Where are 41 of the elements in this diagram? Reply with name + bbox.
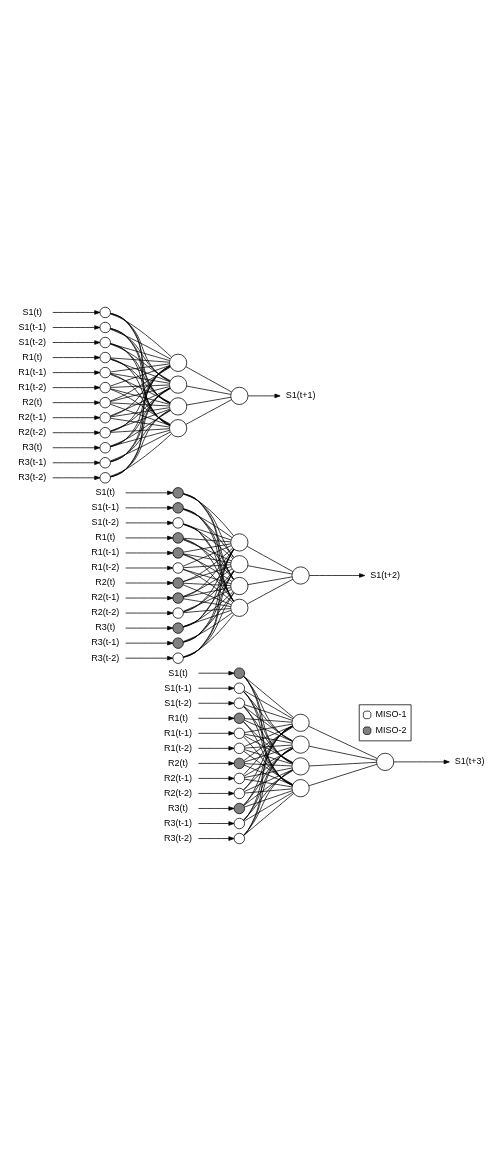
node-text: R3(t-2) (17, 472, 46, 483)
node-text: R1(t) (21, 351, 42, 362)
node-text: R3(t-2) (90, 652, 119, 663)
node-text: S1(t) (22, 306, 42, 317)
node-text: S1(t+1) (285, 390, 315, 401)
node-text: S1(t+3) (454, 756, 485, 767)
node-text: R2(t-2) (90, 607, 119, 618)
node-text: R2(t) (94, 577, 115, 588)
node-text: S1(t) (167, 667, 188, 678)
node-text: S1(t-2) (18, 336, 46, 347)
node-text: S1(t+2) (369, 569, 400, 580)
node-text: R3(t) (94, 622, 115, 633)
node-text: R2(t-2) (163, 787, 192, 798)
node-text: R3(t-1) (90, 637, 119, 648)
node-text: R3(t-1) (17, 457, 46, 468)
node-text: R3(t-1) (163, 817, 192, 828)
node-text: R1(t-1) (163, 727, 192, 738)
legend-label: MISO-1 (374, 709, 406, 720)
node-text: S1(t-1) (18, 321, 46, 332)
node-text: S1(t-1) (90, 502, 119, 513)
node-text: R2(t-1) (90, 592, 119, 603)
node-text: R1(t) (94, 532, 115, 543)
node-text: R3(t) (21, 442, 42, 453)
node-text: R1(t) (167, 712, 188, 723)
node-text: S1(t-1) (163, 682, 192, 693)
node-text: R1(t-2) (163, 742, 192, 753)
node-text: R1(t-2) (17, 381, 46, 392)
node-text: R2(t-2) (17, 427, 46, 438)
node-text: S1(t-2) (163, 697, 192, 708)
node-text: R2(t-1) (17, 412, 46, 422)
node-text: R3(t-2) (163, 832, 192, 843)
node-text: R1(t-1) (90, 547, 119, 558)
node-text: R2(t) (167, 757, 188, 768)
node-text: R2(t) (21, 396, 42, 407)
legend-label: MISO-2 (374, 725, 406, 736)
node-text: S1(t) (94, 487, 115, 498)
node-text: S1(t-2) (90, 517, 119, 528)
node-text: R1(t-2) (90, 562, 119, 573)
node-text: R2(t-1) (163, 772, 192, 783)
node-text: R3(t) (167, 802, 188, 813)
node-text: R1(t-1) (17, 366, 46, 377)
